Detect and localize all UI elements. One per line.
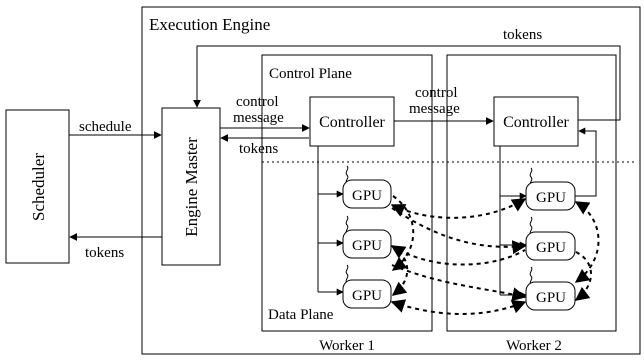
worker2-gpu-3-label: GPU — [536, 290, 566, 306]
worker1-gpu-2-label: GPU — [352, 238, 382, 254]
link-w2-gpu-column-b — [574, 251, 592, 301]
link-w1-gpu-column — [391, 195, 415, 271]
tokens-top-loop — [193, 45, 621, 121]
gpu-communication-links — [390, 195, 600, 315]
worker1-gpu-1-label: GPU — [352, 188, 382, 204]
worker2-gpu-1-label: GPU — [536, 190, 566, 206]
data-plane-label: Data Plane — [268, 307, 334, 323]
control-plane-label: Control Plane — [269, 66, 352, 82]
worker1-bus — [317, 146, 344, 296]
worker2-box — [446, 54, 617, 332]
execution-engine-title: Execution Engine — [149, 15, 270, 34]
worker1-gpu-2[interactable] — [342, 229, 392, 259]
control-message-2-line2: message — [409, 101, 460, 117]
tokens-to-scheduler-label: tokens — [85, 245, 124, 261]
link-w2-gpu-column — [574, 201, 600, 283]
engine-master-box[interactable] — [161, 107, 221, 266]
worker2-gpu-1[interactable] — [525, 181, 576, 211]
engine-master-label: Engine Master — [182, 137, 201, 237]
tokens-from-worker1-label: tokens — [239, 141, 278, 157]
execution-engine-box — [141, 6, 641, 355]
worker2-gpu-2-label: GPU — [536, 240, 566, 256]
control-message-1-line2: message — [233, 110, 284, 126]
worker1-box — [261, 54, 433, 332]
worker1-controller-box[interactable] — [309, 96, 395, 147]
worker2-controller-label: Controller — [503, 114, 569, 131]
worker2-gpu-to-controller — [575, 127, 597, 197]
worker1-gpu-1[interactable] — [342, 179, 392, 209]
link-w1gpu3-w2gpu3 — [390, 299, 527, 315]
scheduler-box[interactable] — [5, 109, 70, 264]
tokens-top-label: tokens — [503, 27, 542, 43]
control-message-1-line1: control — [236, 94, 279, 110]
worker1-name: Worker 1 — [319, 338, 375, 354]
link-w1gpu2-w2gpu3 — [391, 264, 527, 302]
worker1-gpu-3[interactable] — [342, 279, 392, 309]
worker1-controller-label: Controller — [319, 114, 385, 131]
link-w1gpu2-w2gpu2 — [390, 245, 526, 266]
worker2-name: Worker 2 — [506, 338, 562, 354]
link-w1gpu1-w2gpu2 — [391, 207, 527, 255]
control-message-2-line1: control — [415, 85, 458, 101]
schedule-label: schedule — [79, 119, 132, 135]
worker2-bus — [499, 146, 527, 299]
scheduler-label: Scheduler — [29, 153, 48, 221]
link-w1gpu1-w2gpu1 — [390, 198, 527, 219]
worker1-gpu-3-label: GPU — [352, 288, 382, 304]
worker2-controller-box[interactable] — [493, 96, 579, 147]
link-w1-gpu-column-b — [391, 245, 409, 296]
